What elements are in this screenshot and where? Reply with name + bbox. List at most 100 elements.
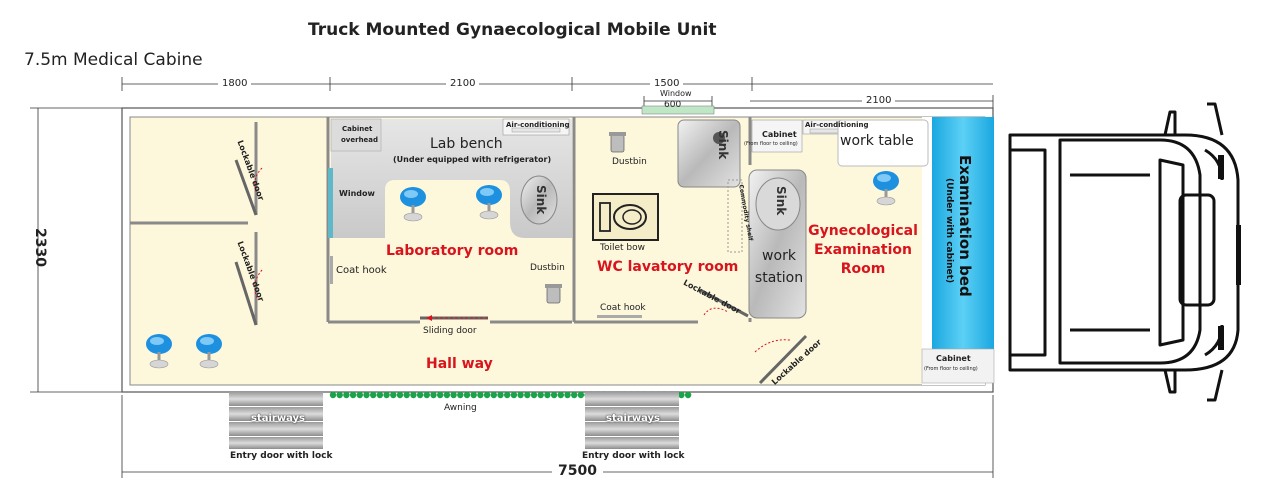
lab-ac-label: Air-conditioning: [506, 121, 570, 129]
truck-cab-details: [1218, 155, 1241, 350]
awning-dot: [530, 391, 538, 399]
awning-dot: [403, 391, 410, 399]
window-dim-width: 600: [664, 100, 682, 110]
exam-bed-label: Examination bed: [956, 155, 974, 297]
gyn-room-line1: Gynecological: [808, 223, 918, 239]
lab-bench-shape: [331, 119, 572, 238]
work-station-label: work station: [754, 245, 804, 289]
gyn-room-line2: Examination: [814, 242, 912, 258]
toilet-bowl-shape: [592, 193, 659, 241]
truck-cab: [1008, 102, 1240, 402]
bed-cabinet-box: [921, 348, 995, 384]
door-arcs: [254, 167, 791, 353]
awning-dot: [336, 391, 343, 399]
wc-room-label: WC lavatory room: [597, 259, 739, 275]
awning-dot: [470, 391, 477, 399]
lab-window: [328, 168, 333, 238]
lab-sink-basin: [520, 175, 558, 225]
awning-dot: [510, 391, 518, 399]
awning-dot: [684, 391, 692, 399]
sliding-door-label: Sliding door: [423, 326, 477, 336]
awning-dot: [483, 391, 491, 399]
awning-dot: [678, 391, 685, 399]
wc-sink-shape: [677, 119, 741, 188]
awning-dot: [349, 391, 357, 399]
awning-dot: [329, 391, 337, 399]
work-station-line2: station: [754, 270, 804, 286]
entry-door-right-label: Entry door with lock: [582, 451, 685, 461]
stairways-right: [585, 392, 679, 449]
awning-dot: [463, 391, 471, 399]
awning-dot: [477, 391, 484, 399]
stairways-right-label: stairways: [606, 413, 660, 424]
awning-dot: [550, 391, 558, 399]
wall-window: [641, 105, 715, 115]
awning-dot: [356, 391, 363, 399]
dim-7500: 7500: [552, 463, 603, 479]
gyn-cabinet-label: Cabinet: [762, 130, 797, 139]
stairways-left-label: stairways: [251, 413, 305, 424]
awning-dot: [537, 391, 544, 399]
page-subtitle: 7.5m Medical Cabine: [24, 50, 203, 70]
work-table-label: work table: [840, 133, 914, 149]
lab-coat-hook-label: Coat hook: [336, 265, 387, 276]
window-dim-label: Window: [660, 89, 692, 98]
examination-bed-shape: [932, 117, 994, 349]
lab-bench-label: Lab bench: [430, 136, 503, 152]
lab-coat-hook-bar: [330, 256, 333, 284]
laboratory-room-label: Laboratory room: [386, 243, 519, 259]
awning-dot: [504, 391, 511, 399]
awning-dot: [410, 391, 417, 399]
wc-coat-hook-label: Coat hook: [600, 303, 646, 313]
gyn-room-line3: Room: [840, 261, 886, 277]
awning-dot: [437, 391, 444, 399]
lockable-door-swings: [234, 159, 808, 385]
awning-dot: [363, 391, 370, 399]
awning-dot: [577, 391, 585, 399]
page-title: Truck Mounted Gynaecological Mobile Unit: [308, 20, 717, 40]
stairways-left: [229, 392, 323, 449]
lab-dustbin-shape: [545, 284, 562, 304]
awning-label: Awning: [444, 403, 477, 413]
awning-dot: [457, 391, 464, 399]
cabinet-overhead-label-2: overhead: [341, 136, 379, 144]
lab-sink-label: Sink: [534, 185, 548, 215]
dim-2100-a: 2100: [446, 78, 480, 89]
dim-2330: 2330: [32, 228, 48, 267]
awning-dot: [571, 391, 578, 399]
awning-dot: [416, 391, 424, 399]
awning-dot: [430, 391, 437, 399]
awning-dot: [343, 391, 350, 399]
wc-dustbin-label: Dustbin: [612, 157, 647, 167]
awning-dot: [517, 391, 524, 399]
dim-2100-b: 2100: [862, 95, 896, 106]
hallway-label: Hall way: [426, 356, 493, 372]
bed-cabinet-label: Cabinet: [936, 354, 971, 363]
awning-dot: [383, 391, 390, 399]
awning-dot: [396, 391, 404, 399]
awning-dot: [564, 391, 571, 399]
entry-door-left-label: Entry door with lock: [230, 451, 333, 461]
awning-dot: [443, 391, 451, 399]
awning-dot: [497, 391, 504, 399]
left-dimension-line: [30, 107, 122, 393]
awning-dot: [557, 391, 564, 399]
gyn-cabinet-note: (From floor to ceiling): [744, 141, 798, 147]
gyn-ac-label: Air-conditioning: [805, 121, 869, 129]
awning-dot: [376, 391, 384, 399]
gyn-cabinet-box: [751, 119, 803, 153]
awning-dot: [524, 391, 531, 399]
wc-coat-hook-bar: [597, 315, 642, 318]
awning-dot: [370, 391, 377, 399]
work-station-sink-label: Sink: [774, 186, 788, 216]
awning-dot: [450, 391, 457, 399]
gyn-room-label: Gynecological Examination Room: [806, 222, 920, 279]
lab-bench-note: (Under equipped with refrigerator): [393, 155, 552, 164]
toilet-label: Toilet bow: [600, 243, 645, 253]
awning-dot: [544, 391, 551, 399]
awning-dot: [390, 391, 397, 399]
wc-sink-label: Sink: [716, 130, 730, 160]
cabinet-overhead-box: [330, 118, 382, 152]
